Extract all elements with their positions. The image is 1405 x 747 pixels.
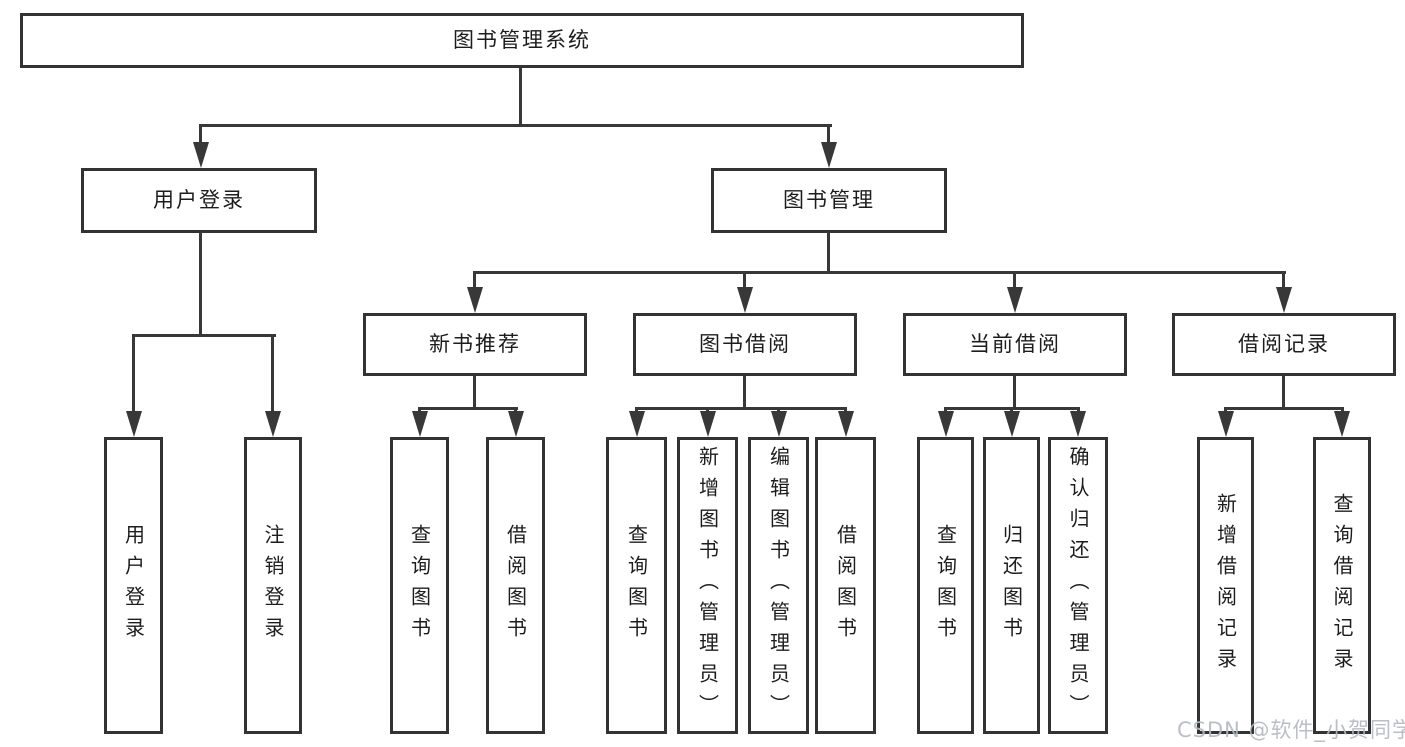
arrow-down-icon — [126, 411, 142, 437]
arrow-down-icon — [1007, 287, 1023, 313]
arrow-down-icon — [838, 411, 854, 437]
connector-line — [827, 232, 830, 274]
leaf-borrow-books-label: 借阅图书 — [833, 523, 858, 648]
node-book-borrow-label: 图书借阅 — [699, 332, 791, 356]
connector-line — [132, 334, 135, 413]
csdn-watermark: CSDN @软件_小贺同学 — [1177, 718, 1405, 742]
connector-line — [1013, 376, 1016, 410]
leaf-add-books-admin: 新增图书（管理员） — [677, 437, 738, 734]
connector-line — [418, 407, 518, 410]
leaf-current-query-books: 查询图书 — [917, 437, 974, 734]
connector-line — [473, 271, 476, 291]
arrow-down-icon — [629, 411, 645, 437]
connector-line — [1224, 407, 1344, 410]
leaf-return-books-label: 归还图书 — [999, 523, 1024, 648]
node-borrow-records: 借阅记录 — [1172, 313, 1396, 376]
arrow-down-icon — [1218, 411, 1234, 437]
node-book-management: 图书管理 — [711, 168, 947, 233]
leaf-logout: 注销登录 — [244, 437, 302, 734]
node-new-book-recommend: 新书推荐 — [363, 313, 587, 376]
leaf-recommend-borrow-books-label: 借阅图书 — [503, 523, 528, 648]
connector-line — [199, 232, 202, 337]
connector-line — [473, 271, 1286, 274]
leaf-user-login: 用户登录 — [104, 437, 163, 734]
leaf-borrow-books: 借阅图书 — [815, 437, 876, 734]
arrow-down-icon — [265, 411, 281, 437]
arrow-down-icon — [412, 411, 428, 437]
connector-line — [199, 124, 832, 127]
connector-line — [1282, 271, 1285, 291]
leaf-add-books-admin-label: 新增图书（管理员） — [695, 446, 720, 725]
arrow-down-icon — [700, 411, 716, 437]
connector-line — [635, 407, 847, 410]
node-library-system-label: 图书管理系统 — [453, 28, 591, 52]
node-borrow-records-label: 借阅记录 — [1238, 332, 1330, 356]
leaf-borrow-query-books: 查询图书 — [606, 437, 667, 734]
arrow-down-icon — [938, 411, 954, 437]
node-book-management-label: 图书管理 — [783, 188, 875, 212]
leaf-confirm-return-admin-label: 确认归还（管理员） — [1066, 446, 1090, 725]
node-current-borrow-label: 当前借阅 — [969, 332, 1061, 356]
arrow-down-icon — [1004, 411, 1020, 437]
connector-line — [199, 124, 202, 146]
leaf-current-query-books-label: 查询图书 — [933, 523, 958, 648]
arrow-down-icon — [508, 411, 524, 437]
leaf-user-login-label: 用户登录 — [121, 523, 146, 648]
arrow-down-icon — [821, 142, 837, 168]
arrow-down-icon — [771, 411, 787, 437]
connector-line — [743, 376, 746, 410]
node-user-login-branch: 用户登录 — [81, 168, 317, 233]
node-book-borrow: 图书借阅 — [633, 313, 857, 376]
leaf-query-borrow-record-label: 查询借阅记录 — [1330, 492, 1354, 679]
leaf-query-borrow-record: 查询借阅记录 — [1313, 437, 1371, 734]
leaf-recommend-query-books-label: 查询图书 — [407, 523, 432, 648]
connector-line — [271, 334, 274, 413]
connector-line — [743, 271, 746, 291]
node-new-book-recommend-label: 新书推荐 — [429, 332, 521, 356]
node-current-borrow: 当前借阅 — [903, 313, 1127, 376]
leaf-add-borrow-record: 新增借阅记录 — [1197, 437, 1254, 734]
leaf-confirm-return-admin: 确认归还（管理员） — [1048, 437, 1108, 734]
leaf-add-borrow-record-label: 新增借阅记录 — [1213, 492, 1238, 679]
leaf-edit-books-admin: 编辑图书（管理员） — [748, 437, 809, 734]
arrow-down-icon — [1334, 411, 1350, 437]
arrow-down-icon — [737, 287, 753, 313]
leaf-edit-books-admin-label: 编辑图书（管理员） — [766, 446, 791, 725]
arrow-down-icon — [193, 142, 209, 168]
leaf-logout-label: 注销登录 — [261, 523, 285, 648]
connector-line — [1013, 271, 1016, 291]
arrow-down-icon — [1276, 287, 1292, 313]
connector-line — [132, 334, 276, 337]
leaf-return-books: 归还图书 — [983, 437, 1040, 734]
arrow-down-icon — [467, 287, 483, 313]
leaf-borrow-query-books-label: 查询图书 — [624, 523, 649, 648]
arrow-down-icon — [1070, 411, 1086, 437]
node-user-login-branch-label: 用户登录 — [153, 188, 245, 212]
node-library-system: 图书管理系统 — [20, 13, 1024, 68]
connector-line — [473, 376, 476, 410]
leaf-recommend-borrow-books: 借阅图书 — [486, 437, 545, 734]
connector-line — [827, 124, 830, 146]
connector-line — [519, 68, 522, 127]
connector-line — [1282, 376, 1285, 410]
leaf-recommend-query-books: 查询图书 — [390, 437, 449, 734]
